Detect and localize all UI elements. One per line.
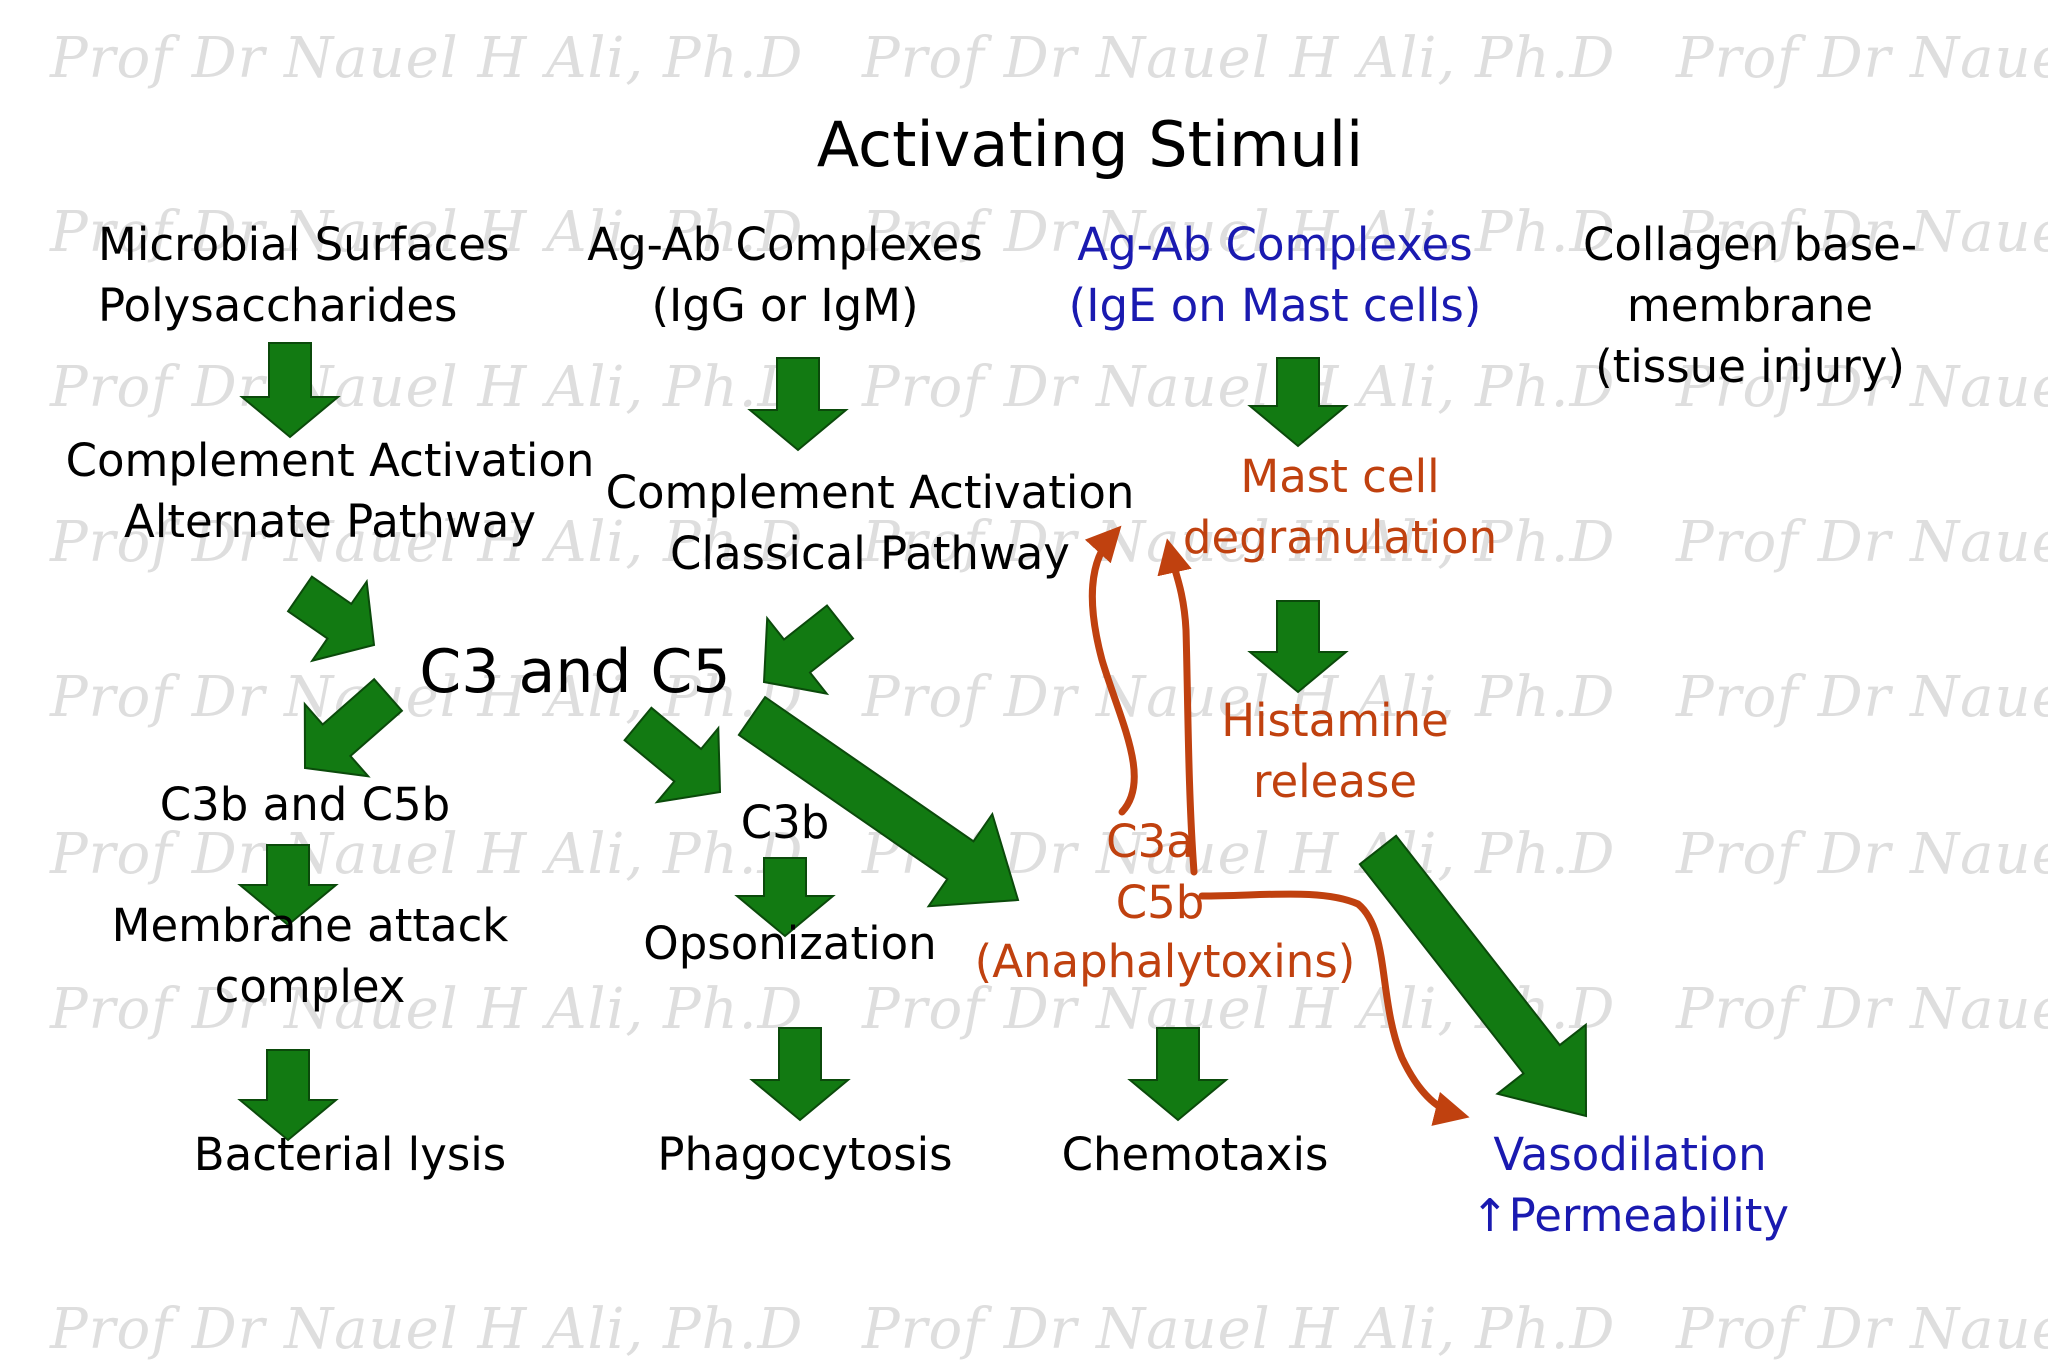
stimulus-line: (IgE on Mast cells): [1068, 279, 1482, 332]
arrow-c3b-to-opsonization: [734, 857, 836, 938]
stimulus-line: Microbial Surfaces: [98, 218, 510, 271]
arrow-c3c5-to-c3b-c5b: [303, 677, 404, 778]
stimulus-line: Polysaccharides: [98, 279, 458, 332]
arrow-mast-to-histamine: [1247, 600, 1349, 694]
watermark-text: Prof Dr Nauel H Ali, Ph.D: [1676, 977, 2048, 1042]
c3b-node: C3b: [740, 796, 830, 849]
mast-cell-degranulation: Mast cell degranulation: [1160, 446, 1520, 568]
watermark-text: Prof Dr Nauel H Ali, Ph.D: [1676, 355, 2048, 420]
watermark-text: Prof Dr Nauel H Ali, Ph.D: [862, 26, 1616, 91]
watermark-text: Prof Dr Nauel H Ali, Ph.D: [862, 510, 1616, 575]
stimulus-line: membrane: [1626, 279, 1874, 332]
watermark-text: Prof Dr Nauel H Ali, Ph.D: [50, 355, 804, 420]
green-arrows-group: [237, 342, 1588, 1142]
watermark-text: Prof Dr Nauel H Ali, Ph.D: [50, 1297, 804, 1362]
pathway-line: Complement Activation: [605, 466, 1135, 519]
arrow-c3b-c5b-to-mac: [237, 844, 339, 927]
arrow-ige-to-mast: [1247, 357, 1349, 448]
watermark-text: Prof Dr Nauel H Ali, Ph.D: [1676, 510, 2048, 575]
histamine-line: release: [1252, 755, 1418, 808]
watermark-text: Prof Dr Nauel H Ali, Ph.D: [50, 822, 804, 887]
histamine-release: Histamine release: [1170, 690, 1500, 812]
arrow-c5b-to-mast-cell: [1157, 538, 1198, 876]
pathway-line: Classical Pathway: [670, 527, 1070, 580]
watermark-row: Prof Dr Nauel H Ali, Ph.D Prof Dr Nauel …: [0, 355, 2048, 427]
outcome-line: ↑Permeability: [1470, 1189, 1790, 1242]
stimulus-line: Ag-Ab Complexes: [587, 218, 983, 271]
watermark-text: Prof Dr Nauel H Ali, Ph.D: [50, 510, 804, 575]
watermark-text: Prof Dr Nauel H Ali, Ph.D: [862, 665, 1616, 730]
mast-line: degranulation: [1182, 511, 1498, 564]
outcome-bacterial-lysis: Bacterial lysis: [193, 1128, 507, 1181]
watermark-row: Prof Dr Nauel H Ali, Ph.D Prof Dr Nauel …: [0, 1297, 2048, 1366]
outcome-line: Vasodilation: [1493, 1128, 1767, 1181]
arrow-opsonization-to-phagocytosis: [749, 1027, 851, 1122]
arrow-microbial-to-alternate: [239, 342, 341, 439]
mac-line: complex: [214, 960, 406, 1013]
histamine-line: Histamine: [1221, 694, 1449, 747]
stimulus-collagen-tissue-injury: Collagen base- membrane (tissue injury): [1570, 214, 1930, 397]
watermark-row: Prof Dr Nauel H Ali, Ph.D Prof Dr Nauel …: [0, 200, 2048, 272]
watermark-text: Prof Dr Nauel H Ali, Ph.D: [862, 1297, 1616, 1362]
mast-line: Mast cell: [1240, 450, 1440, 503]
outcome-chemotaxis: Chemotaxis: [1061, 1128, 1329, 1181]
watermark-row: Prof Dr Nauel H Ali, Ph.D Prof Dr Nauel …: [0, 665, 2048, 737]
stimulus-line: Collagen base-: [1582, 218, 1918, 271]
stimulus-line: Ag-Ab Complexes: [1077, 218, 1473, 271]
arrow-anaphylatoxins-to-chemotaxis: [1127, 1027, 1229, 1122]
watermark-text: Prof Dr Nauel H Ali, Ph.D: [862, 200, 1616, 265]
opsonization-node: Opsonization: [643, 917, 937, 970]
watermark-row: Prof Dr Nauel H Ali, Ph.D Prof Dr Nauel …: [0, 26, 2048, 98]
watermark-text: Prof Dr Nauel H Ali, Ph.D: [50, 26, 804, 91]
stimulus-line: (tissue injury): [1595, 340, 1905, 393]
anaphylatoxins-label: (Anaphalytoxins): [974, 935, 1356, 988]
stimulus-microbial-surfaces: Microbial Surfaces Polysaccharides: [98, 214, 548, 336]
pathway-alternate: Complement Activation Alternate Pathway: [40, 430, 620, 552]
arrow-classical-to-c3c5: [762, 604, 855, 696]
arrow-alternate-to-c3c5: [286, 575, 376, 663]
watermark-text: Prof Dr Nauel H Ali, Ph.D: [1676, 822, 2048, 887]
c3b-and-c5b-node: C3b and C5b: [159, 778, 451, 831]
watermark-text: Prof Dr Nauel H Ali, Ph.D: [1676, 665, 2048, 730]
watermark-text: Prof Dr Nauel H Ali, Ph.D: [1676, 26, 2048, 91]
red-arrows-group: [1084, 525, 1470, 1126]
watermark-text: Prof Dr Nauel H Ali, Ph.D: [50, 977, 804, 1042]
pathway-line: Complement Activation: [65, 434, 595, 487]
mac-line: Membrane attack: [111, 899, 509, 952]
page-title: Activating Stimuli: [816, 108, 1364, 181]
stimulus-agab-igg-igm: Ag-Ab Complexes (IgG or IgM): [560, 214, 1010, 336]
arrow-histamine-to-vasodilation: [1358, 834, 1588, 1118]
c3a-label: C3a: [1106, 815, 1194, 868]
pathway-line: Alternate Pathway: [124, 495, 536, 548]
arrow-mac-to-lysis: [237, 1049, 339, 1142]
c3-and-c5-node: C3 and C5: [419, 637, 731, 707]
arrow-c3c5-to-anaphylatoxins: [737, 695, 1020, 908]
stimulus-agab-ige-mast: Ag-Ab Complexes (IgE on Mast cells): [1010, 214, 1540, 336]
pathway-classical: Complement Activation Classical Pathway: [580, 462, 1160, 584]
outcome-phagocytosis: Phagocytosis: [657, 1128, 953, 1181]
watermark-text: Prof Dr Nauel H Ali, Ph.D: [1676, 1297, 2048, 1362]
outcome-vasodilation-permeability: Vasodilation ↑Permeability: [1410, 1124, 1850, 1246]
arrow-igg-to-classical: [747, 357, 849, 452]
watermark-text: Prof Dr Nauel H Ali, Ph.D: [862, 355, 1616, 420]
watermark-text: Prof Dr Nauel H Ali, Ph.D: [1676, 200, 2048, 265]
watermark-text: Prof Dr Nauel H Ali, Ph.D: [50, 665, 804, 730]
arrow-c5b-to-vasodilation: [1198, 890, 1470, 1126]
watermark-row: Prof Dr Nauel H Ali, Ph.D Prof Dr Nauel …: [0, 510, 2048, 582]
arrow-c3a-to-mast-cell: [1084, 525, 1138, 816]
membrane-attack-complex: Membrane attack complex: [80, 895, 540, 1017]
c5b-label: C5b: [1115, 876, 1205, 929]
arrow-c3c5-to-c3b: [623, 706, 722, 804]
watermark-text: Prof Dr Nauel H Ali, Ph.D: [50, 200, 804, 265]
stimulus-line: (IgG or IgM): [651, 279, 919, 332]
